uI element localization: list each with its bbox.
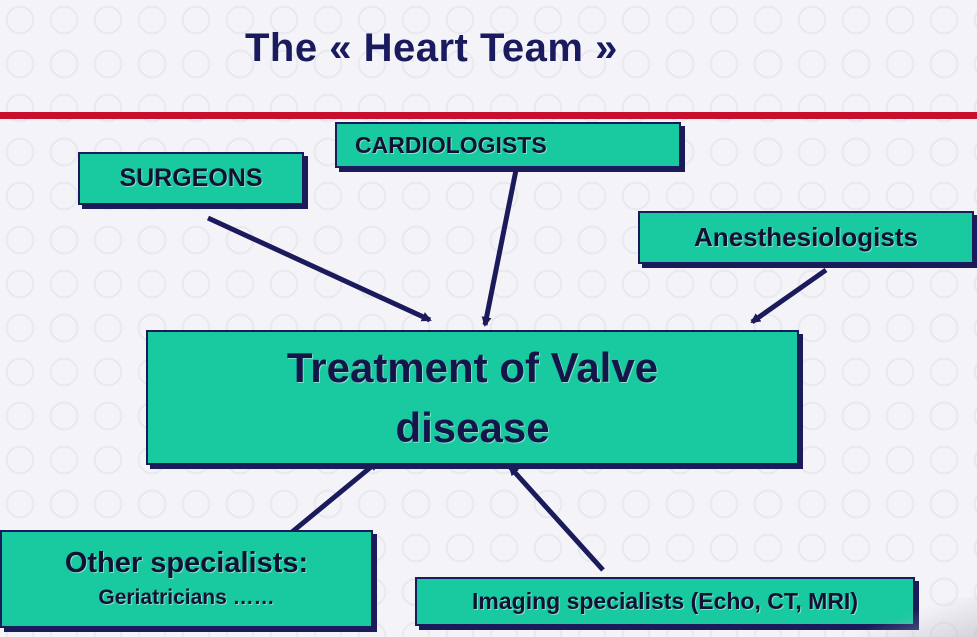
arrow-imaging	[508, 465, 605, 572]
anesthesiologists-label: Anesthesiologists	[694, 222, 918, 252]
surgeons-box: SURGEONS	[78, 152, 304, 205]
cardiologists-box: CARDIOLOGISTS	[335, 122, 681, 168]
treatment-label-line1: Treatment of Valve	[286, 343, 659, 391]
arrow-surgeons	[206, 215, 432, 323]
arrow-cardiologists	[481, 159, 521, 327]
arrow-other-specialists	[290, 460, 379, 534]
other-specialists-label: Other specialists:	[64, 547, 309, 579]
geriatricians-label: Geriatricians ……	[98, 586, 275, 609]
cardiologists-label: CARDIOLOGISTS	[355, 132, 547, 158]
other-specialists-box: Other specialists: Geriatricians ……	[0, 530, 373, 628]
treatment-box: Treatment of Valve disease	[146, 330, 799, 465]
title-divider	[0, 112, 977, 119]
imaging-specialists-label: Imaging specialists (Echo, CT, MRI)	[472, 588, 858, 614]
page-title: The « Heart Team »	[245, 26, 618, 70]
anesthesiologists-box: Anesthesiologists	[638, 211, 974, 264]
imaging-specialists-box: Imaging specialists (Echo, CT, MRI)	[415, 577, 915, 626]
treatment-label-line2: disease	[395, 403, 550, 451]
arrow-anesthesiologists	[750, 267, 828, 325]
page-curl-decoration	[857, 597, 977, 637]
surgeons-label: SURGEONS	[119, 164, 263, 192]
